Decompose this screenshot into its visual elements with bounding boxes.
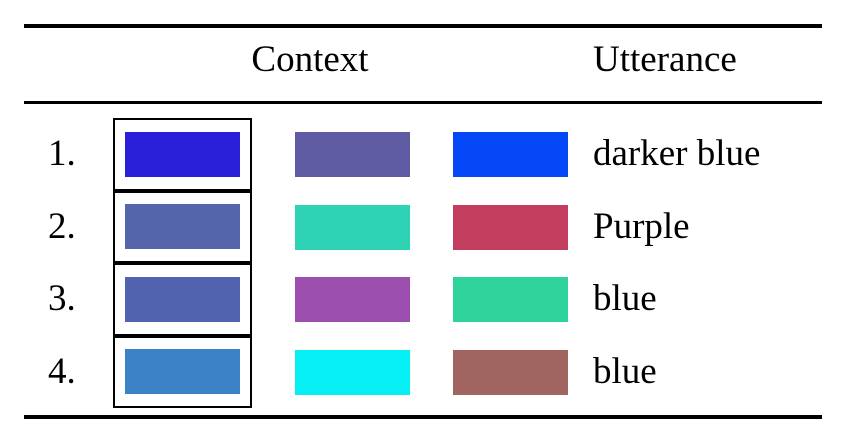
target-color-swatch — [125, 276, 240, 322]
table-row: 1. darker blue — [0, 118, 846, 191]
table-body: 1. darker blue 2. Purple 3. blue — [0, 118, 846, 408]
table-row: 4. blue — [0, 335, 846, 408]
target-color-swatch — [125, 131, 240, 177]
context-color-swatch-1 — [295, 349, 410, 395]
table-header-rule — [24, 101, 822, 104]
utterance-text: Purple — [593, 205, 690, 247]
column-header-context: Context — [251, 39, 369, 80]
context-color-swatch-2 — [453, 132, 568, 177]
target-swatch-box — [113, 263, 252, 336]
row-number: 3. — [48, 278, 76, 320]
table-top-rule — [24, 24, 822, 28]
context-color-swatch-1 — [295, 204, 410, 250]
table-row: 3. blue — [0, 263, 846, 336]
row-number: 2. — [48, 205, 76, 247]
table-bottom-rule — [24, 415, 822, 419]
target-swatch-box — [113, 335, 252, 408]
context-color-swatch-2 — [453, 277, 568, 322]
context-color-swatch-2 — [453, 204, 568, 250]
target-color-swatch — [125, 349, 240, 395]
context-color-swatch-1 — [295, 277, 410, 322]
context-color-swatch-2 — [453, 349, 568, 395]
row-number: 4. — [48, 350, 76, 392]
target-swatch-box — [113, 118, 252, 191]
utterance-text: darker blue — [593, 133, 761, 175]
utterance-text: blue — [593, 350, 657, 392]
table-row: 2. Purple — [0, 190, 846, 263]
utterance-text: blue — [593, 278, 657, 320]
context-color-swatch-1 — [295, 132, 410, 177]
column-header-utterance: Utterance — [593, 39, 737, 80]
target-color-swatch — [125, 204, 240, 250]
row-number: 1. — [48, 133, 76, 175]
target-swatch-box — [113, 190, 252, 263]
